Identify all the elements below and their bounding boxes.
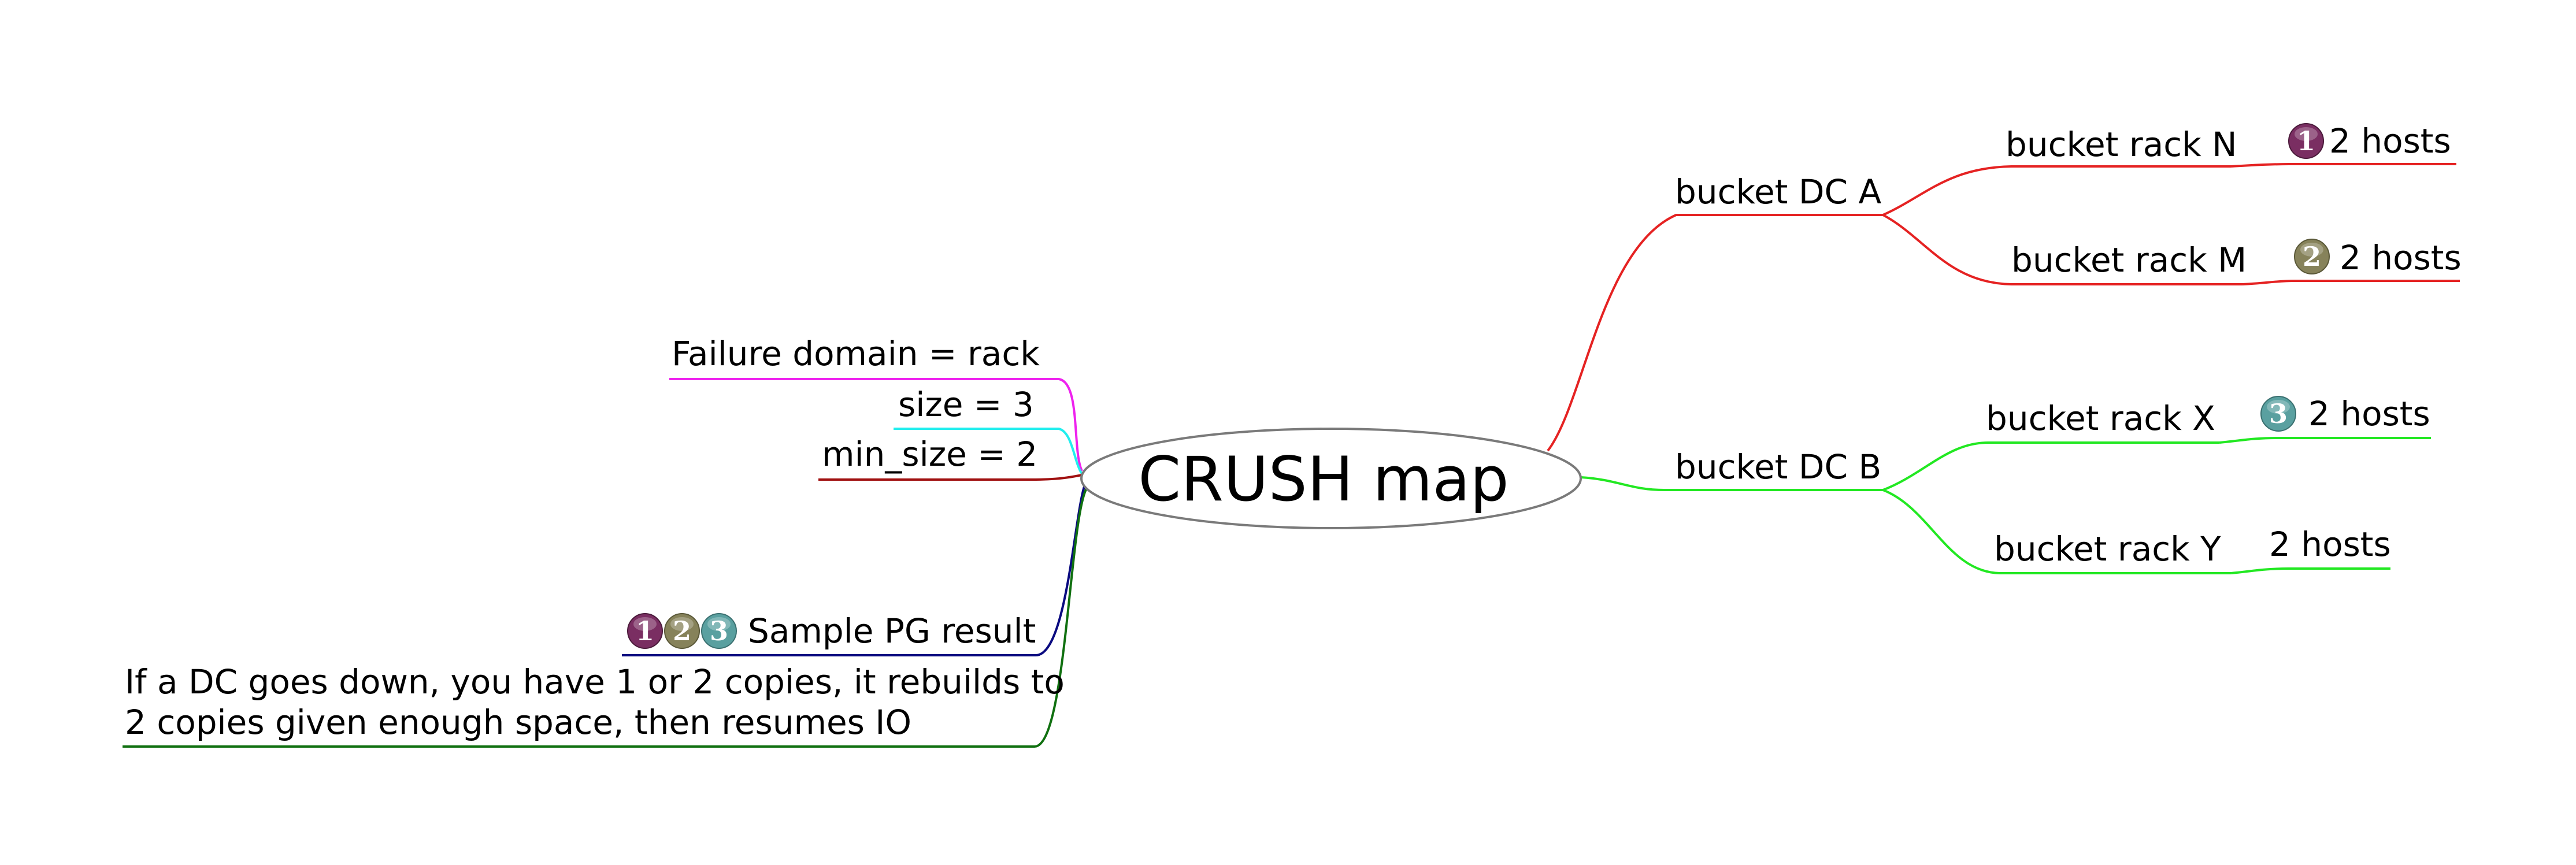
svg-text:2: 2 <box>673 615 691 647</box>
branch-dc-b-rack-y <box>1882 489 2231 574</box>
rack-x-hosts-label[interactable]: 2 hosts <box>2308 394 2430 433</box>
branch-rack-n-hosts <box>2230 163 2456 168</box>
priority-3-icon: 3 <box>701 613 737 649</box>
dc-b-label[interactable]: bucket DC B <box>1675 447 1881 487</box>
branch-center-dc-a <box>1547 214 1883 452</box>
branch-rack-y-hosts <box>2230 567 2390 574</box>
branch-min-size <box>818 474 1083 481</box>
svg-text:2: 2 <box>2303 241 2321 272</box>
rack-n-hosts-label[interactable]: 2 hosts <box>2329 121 2451 161</box>
branch-center-dc-b <box>1580 476 1883 491</box>
branch-dc-a-rack-n <box>1882 165 2231 216</box>
branch-failure-domain <box>669 378 1083 472</box>
min-size-label[interactable]: min_size = 2 <box>822 435 1037 474</box>
failure-domain-label[interactable]: Failure domain = rack <box>672 334 1040 373</box>
center-node-label: CRUSH map <box>1138 444 1508 515</box>
rack-m-label[interactable]: bucket rack M <box>2011 240 2247 280</box>
branch-rack-m-hosts <box>2242 280 2460 285</box>
size-label[interactable]: size = 3 <box>898 385 1034 424</box>
rack-y-label[interactable]: bucket rack Y <box>1994 529 2221 569</box>
branch-size <box>894 428 1083 475</box>
priority-3-icon: 3 <box>2260 396 2296 432</box>
rack-m-hosts-label[interactable]: 2 hosts <box>2340 238 2462 277</box>
dc-a-label[interactable]: bucket DC A <box>1675 172 1881 211</box>
svg-text:3: 3 <box>710 615 728 647</box>
sample-pg-label[interactable]: Sample PG result <box>748 611 1036 651</box>
priority-1-icon: 1 <box>627 613 663 649</box>
svg-text:1: 1 <box>2297 125 2315 157</box>
rack-n-label[interactable]: bucket rack N <box>2006 125 2237 164</box>
priority-2-icon: 2 <box>2294 239 2330 274</box>
dc-down-note-line1[interactable]: If a DC goes down, you have 1 or 2 copie… <box>125 662 1065 701</box>
priority-1-icon: 1 <box>2288 123 2324 159</box>
center-node-ellipse[interactable] <box>1080 428 1582 529</box>
dc-down-note-line2[interactable]: 2 copies given enough space, then resume… <box>125 703 911 742</box>
branch-sample-pg <box>622 486 1085 656</box>
branch-rack-x-hosts <box>2219 437 2431 444</box>
branch-dc-a-rack-m <box>1882 214 2243 285</box>
svg-text:3: 3 <box>2269 398 2288 429</box>
branch-dc-down <box>123 488 1088 748</box>
rack-y-hosts-label[interactable]: 2 hosts <box>2269 525 2391 564</box>
branch-dc-b-rack-x <box>1882 441 2219 491</box>
rack-x-label[interactable]: bucket rack X <box>1986 399 2215 438</box>
priority-2-icon: 2 <box>664 613 700 649</box>
svg-text:1: 1 <box>636 615 654 647</box>
